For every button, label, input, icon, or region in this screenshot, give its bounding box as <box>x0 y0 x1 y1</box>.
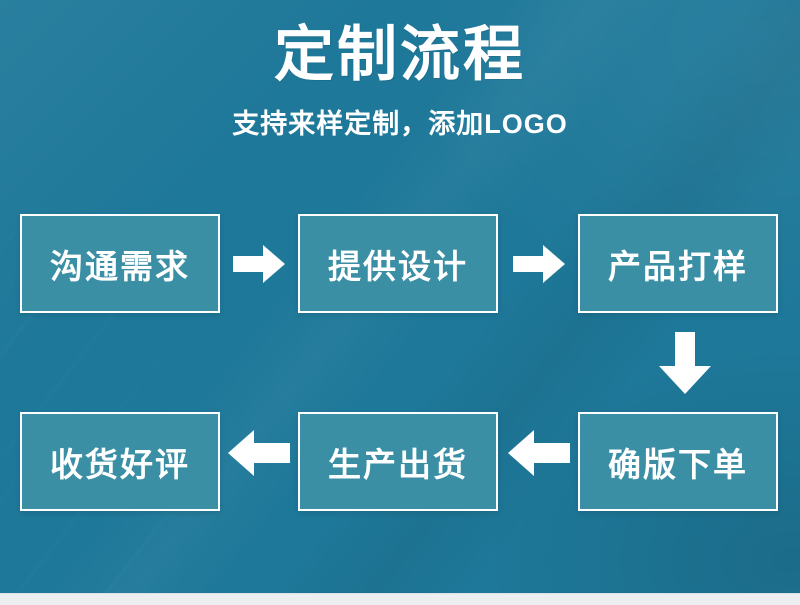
arrow-left-icon <box>508 428 570 478</box>
step-box-product-sampling[interactable]: 产品打样 <box>578 214 778 313</box>
arrow-down-icon <box>657 332 713 394</box>
arrow-right-icon <box>233 243 285 285</box>
step-box-communicate-requirements[interactable]: 沟通需求 <box>20 214 220 313</box>
step-box-production-shipment[interactable]: 生产出货 <box>298 412 498 511</box>
page-subtitle: 支持来样定制，添加LOGO <box>232 109 568 139</box>
bottom-divider-band <box>0 593 800 605</box>
step-box-receive-goods-good-review[interactable]: 收货好评 <box>20 412 220 511</box>
page-title: 定制流程 <box>274 21 526 88</box>
step-box-provide-design[interactable]: 提供设计 <box>298 214 498 313</box>
arrow-right-icon <box>513 243 565 285</box>
step-box-confirm-version-place-order[interactable]: 确版下单 <box>578 412 778 511</box>
arrow-left-icon <box>228 428 290 478</box>
